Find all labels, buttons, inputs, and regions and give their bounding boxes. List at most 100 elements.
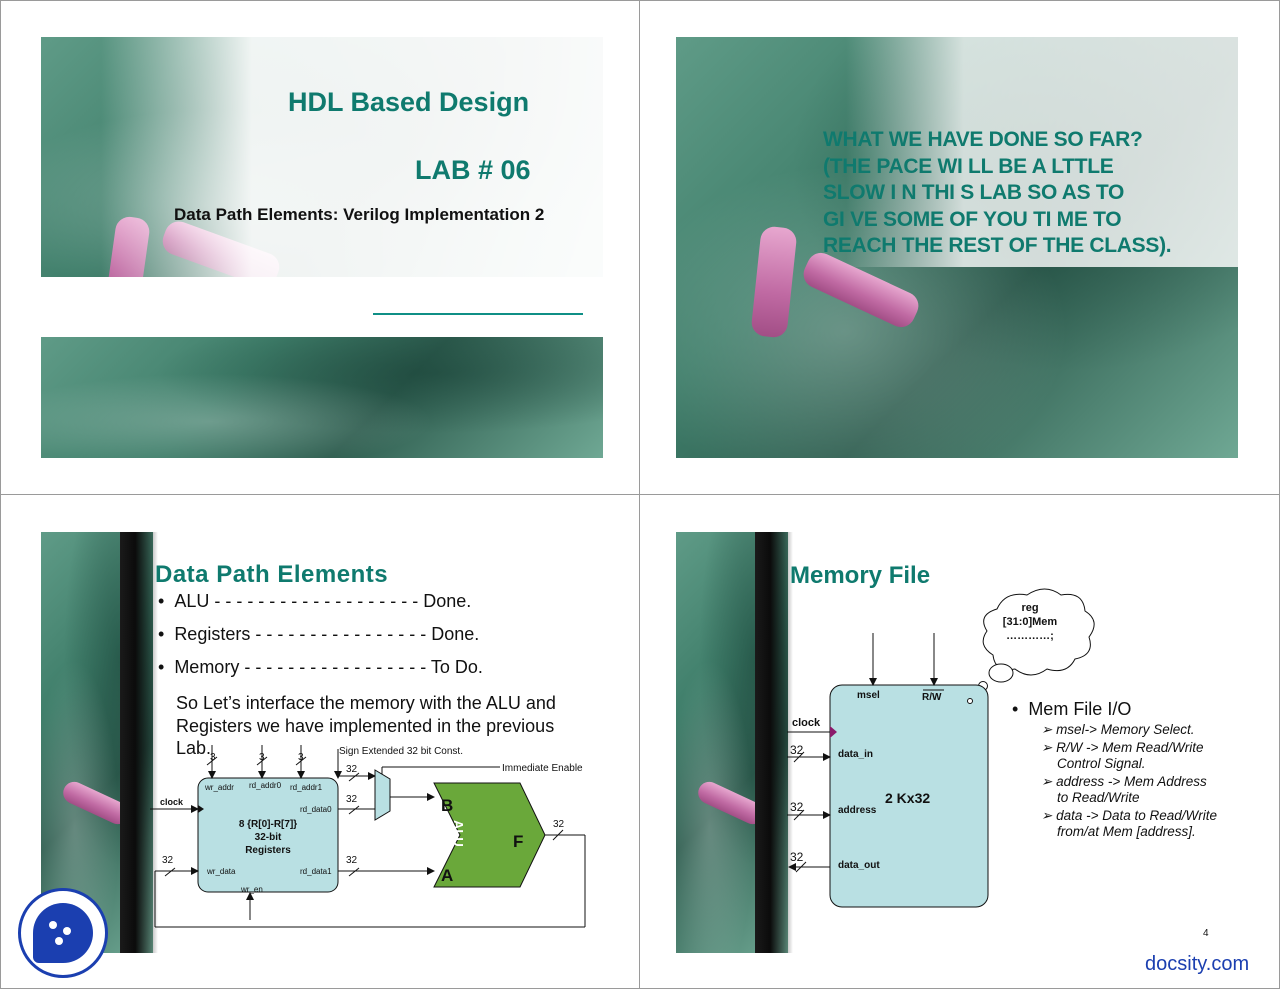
mem-io-text: Control Signal. <box>1057 756 1146 771</box>
label-32-rd1: 32 <box>346 855 358 866</box>
label-n3: 3 <box>298 752 304 763</box>
label-wr-addr: wr_addr <box>205 783 234 792</box>
brand-link[interactable]: docsity.com <box>1145 953 1250 975</box>
label-immediate-enable: Immediate Enable <box>502 763 583 774</box>
mem-label-data-in: data_in <box>838 749 874 760</box>
label-clock: clock <box>160 797 184 807</box>
memory-diagram <box>787 588 1095 908</box>
slide-3-bullet: • ALU - - - - - - - - - - - - - - - - - … <box>158 591 472 611</box>
slide-2-line: (THE PACE WI LL BE A LTTLE <box>823 154 1114 178</box>
chalk-image <box>750 225 798 339</box>
mem-io-text: to Read/Write <box>1057 790 1140 805</box>
logo-dot <box>63 927 71 935</box>
mem-label-32: 32 <box>790 850 804 864</box>
label-32-wr: 32 <box>162 855 174 866</box>
mem-io-text: msel-> Memory Select. <box>1056 722 1195 737</box>
datapath-diagram <box>150 745 586 928</box>
fade-overlay <box>101 37 603 277</box>
border-left <box>0 0 1 989</box>
logo-dot <box>55 937 63 945</box>
slide-3-bullet: • Memory - - - - - - - - - - - - - - - -… <box>158 657 483 677</box>
mem-label-32: 32 <box>790 743 804 757</box>
register-line: Registers <box>245 845 291 856</box>
mem-label-msel: msel <box>857 690 880 701</box>
label-wr-data: wr_data <box>207 867 236 876</box>
slide-2-background <box>676 37 1238 458</box>
paragraph-line: Lab. <box>176 738 212 758</box>
mem-size: 2 Kx32 <box>885 790 931 806</box>
bullet-text: Registers - - - - - - - - - - - - - - - … <box>174 624 480 644</box>
page-number: 4 <box>1203 928 1209 939</box>
cloud-text: reg [31:0]Mem …………; <box>995 601 1065 643</box>
slide-3-rough-edge <box>120 532 158 953</box>
label-sign-extended: Sign Extended 32 bit Const. <box>339 746 463 757</box>
register-label: 8 {R[0]-R[7]} 32-bit Registers <box>228 818 308 857</box>
label-rd-data0: rd_data0 <box>300 805 332 814</box>
mem-io-item: ➢ msel-> Memory Select. <box>1041 722 1195 737</box>
mem-label-32: 32 <box>790 800 804 814</box>
slide-2-line: WHAT WE HAVE DONE SO FAR? <box>823 128 1143 151</box>
slide-2-text: WHAT WE HAVE DONE SO FAR? (THE PACE WI L… <box>823 127 1172 260</box>
label-32-rd0: 32 <box>346 794 358 805</box>
label-32-f: 32 <box>553 819 565 830</box>
mem-label-clock: clock <box>792 717 821 729</box>
alu-block <box>433 782 546 888</box>
cloud-line: …………; <box>1006 630 1054 642</box>
slide-3-bullet: • Registers - - - - - - - - - - - - - - … <box>158 624 480 644</box>
logo-dot <box>49 921 57 929</box>
label-rd-data1: rd_data1 <box>300 867 332 876</box>
mem-io-text: data -> Data to Read/Write <box>1056 808 1218 823</box>
alu-label: ALU <box>451 820 466 847</box>
mem-io-heading-text: Mem File I/O <box>1028 699 1132 719</box>
label-n3: 3 <box>210 752 216 763</box>
slide-3-paragraph: So Let’s interface the memory with the A… <box>176 692 556 760</box>
label-n3: 3 <box>259 752 265 763</box>
slide-4-rough-edge <box>755 532 793 953</box>
label-32-imm: 32 <box>346 764 358 775</box>
slide-1-subtitle: Data Path Elements: Verilog Implementati… <box>174 205 545 224</box>
mux <box>374 769 391 821</box>
bullet-text: ALU - - - - - - - - - - - - - - - - - - … <box>174 591 472 611</box>
slide-4-title: Memory File <box>790 562 931 589</box>
thought-cloud <box>982 588 1095 676</box>
slide-2-line: REACH THE REST OF THE CLASS). <box>823 234 1172 257</box>
label-rd-addr0: rd_addr0 <box>249 781 282 790</box>
paragraph-line: So Let’s interface the memory with the A… <box>176 693 556 713</box>
label-rd-addr1: rd_addr1 <box>290 783 323 792</box>
divider-horizontal <box>0 494 1280 495</box>
alu-input-a: A <box>441 866 454 885</box>
memory-block <box>829 684 989 908</box>
cloud-line: reg <box>1021 602 1039 614</box>
slide-1-lab-number: LAB # 06 <box>415 155 531 185</box>
thought-bubble <box>988 663 1014 683</box>
mem-io-heading: • Mem File I/O <box>1012 699 1132 719</box>
fade-overlay <box>846 37 1238 267</box>
slide-2-line: GI VE SOME OF YOU TI ME TO <box>823 207 1122 231</box>
slide-1-title: HDL Based Design <box>288 87 530 117</box>
mem-io-text: address -> Mem Address <box>1056 774 1207 789</box>
logo <box>18 888 108 978</box>
mem-label-address: address <box>838 805 877 816</box>
label-wr-en: wr_en <box>241 885 263 894</box>
cloud-line: [31:0]Mem <box>1002 616 1058 628</box>
alu-output-f: F <box>513 832 524 851</box>
register-line: 32-bit <box>254 832 282 843</box>
register-file-block <box>197 777 339 893</box>
slide-1-rule <box>373 313 583 315</box>
slide-1-background-top <box>41 37 603 277</box>
slide-2-line: SLOW I N THI S LAB SO AS TO <box>823 181 1125 204</box>
bullet-text: Memory - - - - - - - - - - - - - - - - -… <box>174 657 483 677</box>
border-top <box>0 0 1280 1</box>
paragraph-line: Registers we have implemented in the pre… <box>176 715 555 736</box>
register-line: 8 {R[0]-R[7]} <box>238 819 298 830</box>
mem-label-rw: R/W <box>922 692 942 703</box>
slide-3-title: Data Path Elements <box>155 561 389 588</box>
mem-io-text: from/at Mem [address]. <box>1057 824 1196 839</box>
alu-input-b: B <box>441 796 454 815</box>
mem-label-data-out: data_out <box>838 860 880 871</box>
slide-1-background-bottom <box>41 337 603 458</box>
mem-io-text: R/W -> Mem Read/Write <box>1056 740 1204 755</box>
